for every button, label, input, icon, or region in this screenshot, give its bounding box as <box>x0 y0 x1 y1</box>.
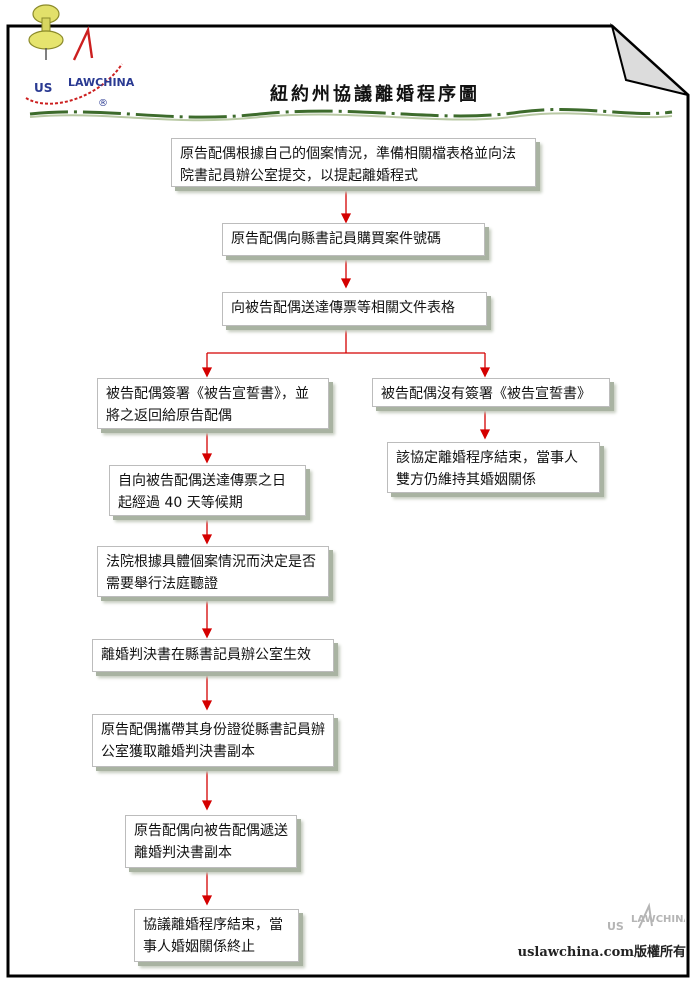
step-buy-index-number: 原告配偶向縣書記員購買案件號碼 <box>222 223 485 256</box>
watermark-logo: US LAWCHINA <box>607 902 685 933</box>
step-40-day-waiting: 自向被告配偶送達傳票之日起經過 40 天等候期 <box>109 465 306 516</box>
step-serve-summons: 向被告配偶送達傳票等相關文件表格 <box>222 292 487 326</box>
step-marriage-maintained: 該協定離婚程序結束，當事人雙方仍維持其婚姻關係 <box>387 442 600 493</box>
copyright-text: uslawchina.com版權所有 <box>517 945 686 960</box>
folded-corner-icon <box>610 23 689 96</box>
watermark-text-us: US <box>607 920 624 933</box>
logo-swoosh <box>25 63 123 105</box>
step-defendant-signs-affidavit: 被告配偶簽署《被告宣誓書》，並將之返回給原告配偶 <box>97 378 329 429</box>
title-separator <box>29 107 673 119</box>
step-obtain-judgment-copy: 原告配偶攜帶其身份證從縣書記員辦公室獲取離婚判決書副本 <box>92 714 334 767</box>
logo-text-us: US <box>34 81 52 95</box>
uslawchina-logo: US LAWCHINA ® <box>25 4 135 109</box>
logo-registered: ® <box>98 98 108 109</box>
page-title: 紐約州協議離婚程序圖 <box>270 84 480 105</box>
logo-text-lawchina: LAWCHINA <box>68 76 135 89</box>
step-deliver-judgment-copy: 原告配偶向被告配偶遞送離婚判決書副本 <box>125 815 297 868</box>
step-prepare-forms: 原告配偶根據自己的個案情況，準備相關檔表格並向法院書記員辦公室提交，以提起離婚程… <box>171 138 536 187</box>
step-court-hearing-decision: 法院根據具體個案情況而決定是否需要舉行法庭聽證 <box>97 546 329 597</box>
step-judgment-effective: 離婚判決書在縣書記員辦公室生效 <box>92 639 334 672</box>
connector-lines <box>201 188 491 906</box>
step-marriage-ended: 協議離婚程序結束，當事人婚姻關係終止 <box>134 909 299 962</box>
step-defendant-not-signed: 被告配偶沒有簽署《被告宣誓書》 <box>372 378 610 407</box>
watermark-text-lawchina: LAWCHINA <box>631 914 685 925</box>
pushpin-icon <box>28 4 64 60</box>
